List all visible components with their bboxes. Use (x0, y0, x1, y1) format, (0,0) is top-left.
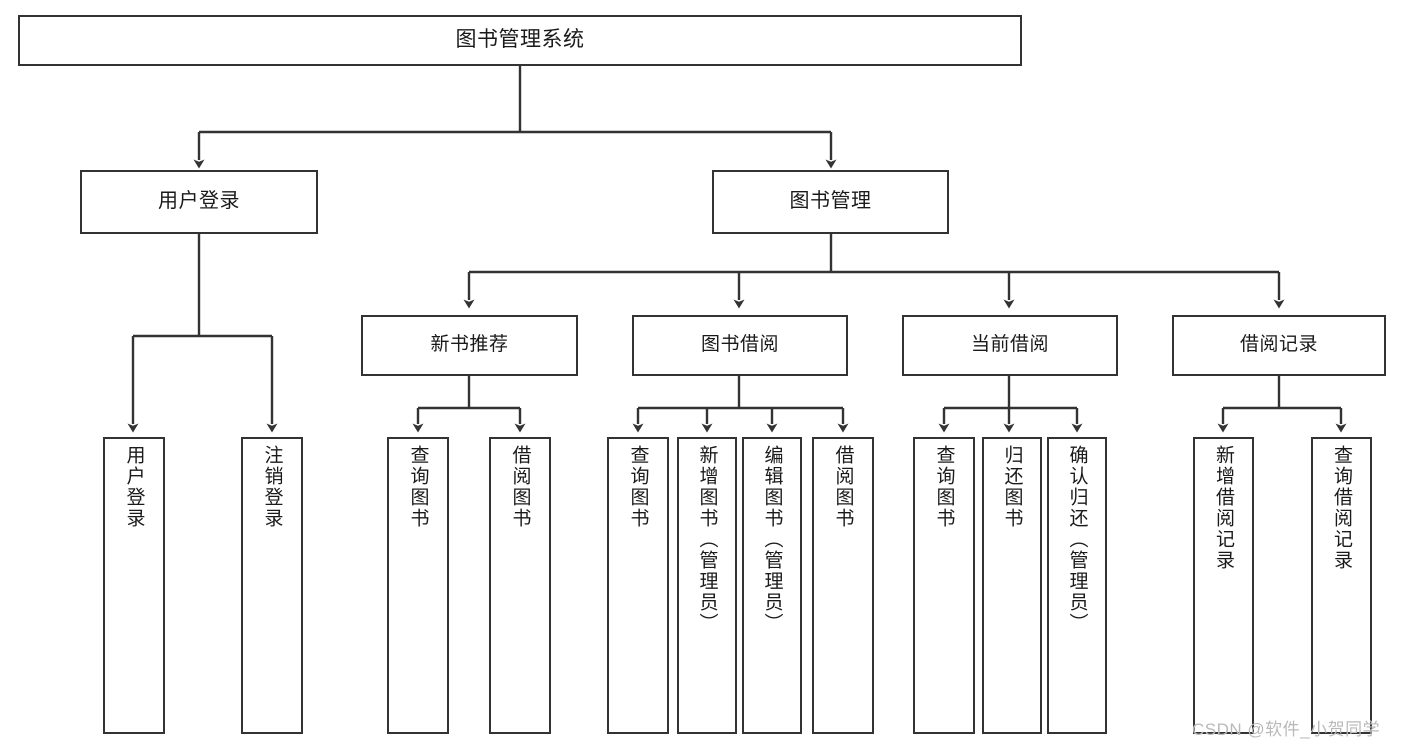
node-borrow-record[interactable]: 借阅记录 (1172, 315, 1386, 376)
leaf-borrow-add-book-admin[interactable]: 新增图书（管理员） (677, 437, 737, 734)
leaf-user-login-login[interactable]: 用户登录 (103, 437, 165, 734)
node-label: 借阅记录 (1239, 334, 1318, 356)
node-label: 新书推荐 (430, 334, 509, 356)
node-current-borrow[interactable]: 当前借阅 (902, 315, 1118, 376)
node-label: 新增图书（管理员） (696, 445, 718, 634)
node-label: 图书管理 (789, 190, 872, 213)
node-label: 图书管理系统 (455, 28, 585, 52)
leaf-borrow-edit-book-admin[interactable]: 编辑图书（管理员） (742, 437, 802, 734)
leaf-borrow-query-book[interactable]: 查询图书 (607, 437, 669, 734)
node-book-borrow[interactable]: 图书借阅 (632, 315, 848, 376)
leaf-record-query-record[interactable]: 查询借阅记录 (1311, 437, 1372, 734)
leaf-new-book-query[interactable]: 查询图书 (387, 437, 449, 734)
leaf-current-confirm-return-admin[interactable]: 确认归还（管理员） (1047, 437, 1107, 734)
leaf-user-login-logout[interactable]: 注销登录 (241, 437, 303, 734)
node-label: 归还图书 (1001, 445, 1023, 529)
leaf-current-query-book[interactable]: 查询图书 (913, 437, 975, 734)
node-label: 查询图书 (933, 445, 955, 529)
node-label: 用户登录 (123, 445, 145, 529)
node-label: 编辑图书（管理员） (761, 445, 783, 634)
node-label: 借阅图书 (832, 445, 854, 529)
node-label: 查询图书 (627, 445, 649, 529)
node-label: 确认归还（管理员） (1066, 445, 1088, 634)
leaf-current-return-book[interactable]: 归还图书 (982, 437, 1042, 734)
node-label: 借阅图书 (509, 445, 531, 529)
node-root-system[interactable]: 图书管理系统 (18, 15, 1022, 66)
leaf-borrow-borrow-book[interactable]: 借阅图书 (812, 437, 874, 734)
node-label: 图书借阅 (700, 334, 779, 356)
node-user-login[interactable]: 用户登录 (80, 170, 318, 234)
node-new-book-recommend[interactable]: 新书推荐 (361, 315, 578, 376)
leaf-record-add-record[interactable]: 新增借阅记录 (1193, 437, 1254, 734)
node-label: 新增借阅记录 (1213, 445, 1234, 571)
leaf-new-book-borrow[interactable]: 借阅图书 (489, 437, 551, 734)
node-label: 查询借阅记录 (1331, 445, 1352, 571)
node-label: 用户登录 (158, 190, 240, 213)
node-label: 查询图书 (407, 445, 429, 529)
node-book-management[interactable]: 图书管理 (712, 170, 949, 234)
node-label: 当前借阅 (970, 334, 1049, 356)
csdn-watermark: CSDN @软件_小贺同学 (1192, 720, 1381, 739)
node-label: 注销登录 (261, 445, 283, 529)
